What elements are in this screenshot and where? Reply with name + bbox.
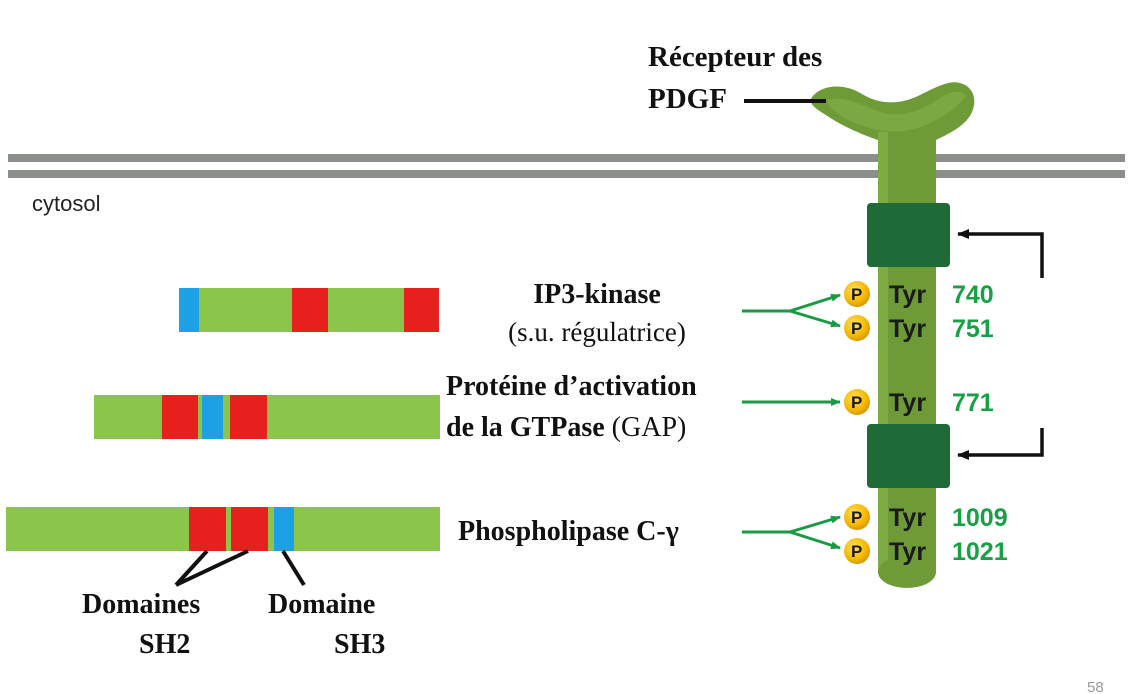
phosphate-icon	[844, 281, 870, 307]
feedback-arrow-lower	[957, 428, 1044, 460]
tyr-label: Tyr	[889, 315, 926, 343]
sh3-label-line1: Domaine	[268, 589, 375, 620]
sh2-label-line2: SH2	[139, 629, 190, 660]
protein-name-plc-gamma: Phospholipase C-γ	[458, 516, 679, 547]
protein-bar-plc-gamma	[6, 507, 440, 551]
sh2-domain	[189, 507, 226, 551]
plasma-membrane	[8, 154, 1125, 178]
tyr-label: Tyr	[889, 538, 926, 566]
phospho-site-1009: P Tyr 1009	[844, 504, 1008, 532]
phosphate-label: P	[851, 319, 862, 338]
protein-subtitle-ip3-kinase: (s.u. régulatrice)	[508, 317, 686, 347]
sh3-label-line2: SH3	[334, 629, 385, 660]
receptor-label-line1: Récepteur des	[648, 41, 822, 73]
sh2-label-line1: Domaines	[82, 589, 200, 620]
protein-bar-ip3-kinase	[179, 288, 439, 332]
phospho-site-751: P Tyr 751	[844, 315, 994, 343]
phosphate-label: P	[851, 542, 862, 561]
phosphate-label: P	[851, 508, 862, 527]
sh2-domain	[404, 288, 439, 332]
phosphate-icon	[844, 315, 870, 341]
sh2-domain	[230, 395, 267, 439]
sh2-domain	[162, 395, 198, 439]
sh3-domain	[274, 507, 294, 551]
tyr-label: Tyr	[889, 389, 926, 417]
sh2-domain	[231, 507, 268, 551]
site-number: 771	[952, 389, 994, 417]
arrow-plc-1009	[742, 515, 841, 534]
phosphate-label: P	[851, 393, 862, 412]
site-number: 1021	[952, 538, 1008, 566]
phospho-site-740: P Tyr 740	[844, 281, 994, 309]
site-number: 751	[952, 315, 994, 343]
feedback-arrow-upper	[957, 229, 1044, 278]
site-number: 740	[952, 281, 994, 309]
sh3-domain	[202, 395, 223, 439]
site-number: 1009	[952, 504, 1008, 532]
gap-line2-bold: de la GTPase	[446, 412, 605, 443]
protein-name-gap-line1: Protéine d’activation	[446, 371, 697, 402]
receptor-label-line2: PDGF	[648, 83, 727, 115]
arrow-ip3k-751	[789, 309, 841, 328]
page-number: 58	[1087, 679, 1104, 694]
kinase-domain-2	[867, 424, 950, 488]
protein-name-ip3-kinase: IP3-kinase	[533, 279, 661, 310]
phospho-site-771: P Tyr 771	[844, 389, 994, 417]
domain-pointer-lines	[174, 549, 306, 587]
sh3-domain	[179, 288, 199, 332]
protein-name-gap-line2: de la GTPase (GAP)	[446, 412, 686, 443]
binding-arrows	[742, 293, 841, 550]
pdgf-receptor	[810, 82, 975, 588]
phosphate-label: P	[851, 285, 862, 304]
cytosol-label: cytosol	[32, 191, 100, 216]
arrow-plc-1021	[789, 530, 841, 550]
phosphate-icon	[844, 538, 870, 564]
phospho-site-1021: P Tyr 1021	[844, 538, 1008, 566]
sh2-domain	[292, 288, 328, 332]
protein-bar-gap	[94, 395, 440, 439]
arrow-ip3k-740	[742, 293, 841, 313]
kinase-domain-1	[867, 203, 950, 267]
tyr-label: Tyr	[889, 504, 926, 532]
gap-line2-plain: (GAP)	[605, 412, 687, 443]
tyr-label: Tyr	[889, 281, 926, 309]
phosphate-icon	[844, 504, 870, 530]
phosphate-icon	[844, 389, 870, 415]
